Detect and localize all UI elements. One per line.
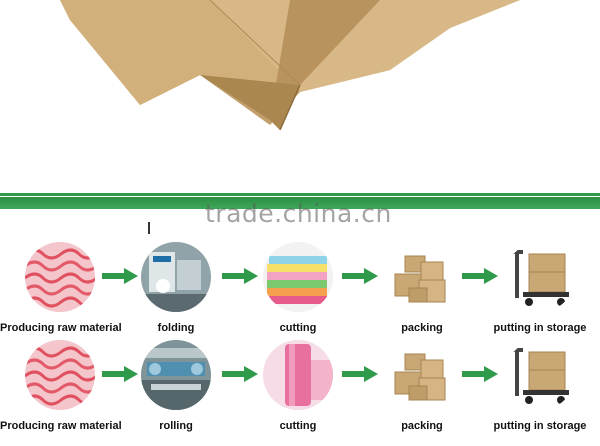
step-storage: putting in storage	[480, 340, 600, 440]
pallet-jack-boxes-icon	[505, 340, 575, 410]
arrow-right-icon	[462, 268, 498, 284]
step-rolling: rolling	[116, 340, 236, 440]
green-divider-band	[0, 197, 600, 209]
process-row-2: Producing raw material rolling	[0, 340, 600, 440]
arrow-right-icon	[222, 268, 258, 284]
rolling-machine-icon	[141, 340, 211, 410]
folding-machine-icon	[141, 242, 211, 312]
cardboard-box-photo	[0, 0, 600, 190]
step-raw-material: Producing raw material	[0, 242, 122, 342]
step-label: Producing raw material	[0, 420, 122, 432]
arrow-right-icon	[102, 366, 138, 382]
raw-material-swirl-icon	[25, 242, 95, 312]
pink-roll-icon	[263, 340, 333, 410]
step-cutting: cutting	[238, 242, 358, 342]
stacked-cloths-icon	[263, 242, 333, 312]
step-label: Producing raw material	[0, 322, 122, 334]
arrow-right-icon	[342, 268, 378, 284]
step-label: putting in storage	[493, 420, 587, 432]
step-label: packing	[401, 322, 443, 334]
step-label: packing	[401, 420, 443, 432]
step-packing: packing	[362, 340, 482, 440]
step-raw-material: Producing raw material	[0, 340, 122, 440]
cardboard-boxes-icon	[387, 340, 457, 410]
green-divider-line	[0, 193, 600, 196]
cardboard-boxes-icon	[387, 242, 457, 312]
decorative-tick	[148, 222, 150, 234]
arrow-right-icon	[462, 366, 498, 382]
step-label: folding	[157, 322, 195, 334]
arrow-right-icon	[102, 268, 138, 284]
pallet-jack-boxes-icon	[505, 242, 575, 312]
step-label: rolling	[159, 420, 193, 432]
step-label: cutting	[279, 322, 317, 334]
step-packing: packing	[362, 242, 482, 342]
step-cutting: cutting	[238, 340, 358, 440]
watermark: trade.china.cn	[205, 199, 392, 228]
step-label: cutting	[279, 420, 317, 432]
step-folding: folding	[116, 242, 236, 342]
arrow-right-icon	[222, 366, 258, 382]
raw-material-swirl-icon	[25, 340, 95, 410]
process-row-1: Producing raw material folding	[0, 242, 600, 342]
arrow-right-icon	[342, 366, 378, 382]
step-label: putting in storage	[493, 322, 587, 334]
step-storage: putting in storage	[480, 242, 600, 342]
